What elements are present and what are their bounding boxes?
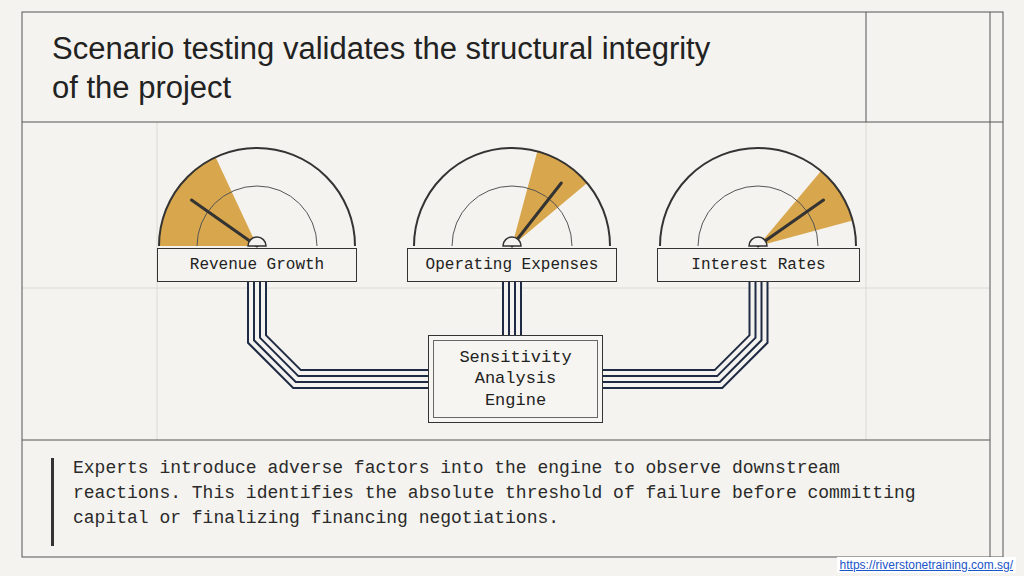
wire-stroke (502, 282, 522, 335)
gauge-dial (660, 148, 856, 246)
gauge-needle (758, 200, 824, 246)
caption-text: Experts introduce adverse factors into t… (73, 456, 941, 531)
wire-stroke (257, 282, 428, 379)
frame-lines (22, 12, 1003, 557)
wire-stroke (257, 282, 428, 379)
wire-stroke (603, 282, 759, 379)
gauge-wedge (512, 151, 587, 246)
wire-stroke (510, 282, 514, 335)
gauge-needle (512, 183, 561, 246)
gauge-dial (159, 148, 355, 246)
node-label: Operating Expenses (426, 256, 599, 274)
engine-box: Sensitivity Analysis Engine (428, 335, 603, 423)
wire-stroke (257, 282, 428, 379)
wire-stroke (508, 282, 516, 335)
gauge-label-box: Interest Rates (657, 248, 860, 282)
wire-stroke (257, 282, 428, 379)
wire-stroke (603, 282, 759, 379)
gauge-needle (192, 200, 258, 246)
background-grid (22, 122, 990, 440)
signal-wire-bundle (257, 282, 428, 379)
gauge-label-box: Revenue Growth (157, 248, 357, 282)
node-label: Interest Rates (691, 256, 825, 274)
wire-stroke (603, 282, 759, 379)
wire-heads (257, 282, 428, 379)
gauge-dial (414, 148, 610, 246)
gauge-wedge (159, 157, 257, 246)
signal-wire-bundle (512, 282, 513, 335)
wire-stroke (504, 282, 520, 335)
wire-stroke (603, 282, 759, 379)
gauge-label-box: Operating Expenses (407, 248, 617, 282)
source-url: https://riverstonetraining.com.sg/ (837, 557, 1016, 573)
signal-wire-bundle (603, 282, 759, 379)
wire-heads (603, 282, 759, 379)
slide-title: Scenario testing validates the structura… (52, 30, 732, 108)
node-label: Sensitivity Analysis Engine (455, 347, 577, 411)
caption-bar (51, 458, 54, 546)
wire-heads (509, 282, 515, 335)
node-label: Revenue Growth (190, 256, 324, 274)
